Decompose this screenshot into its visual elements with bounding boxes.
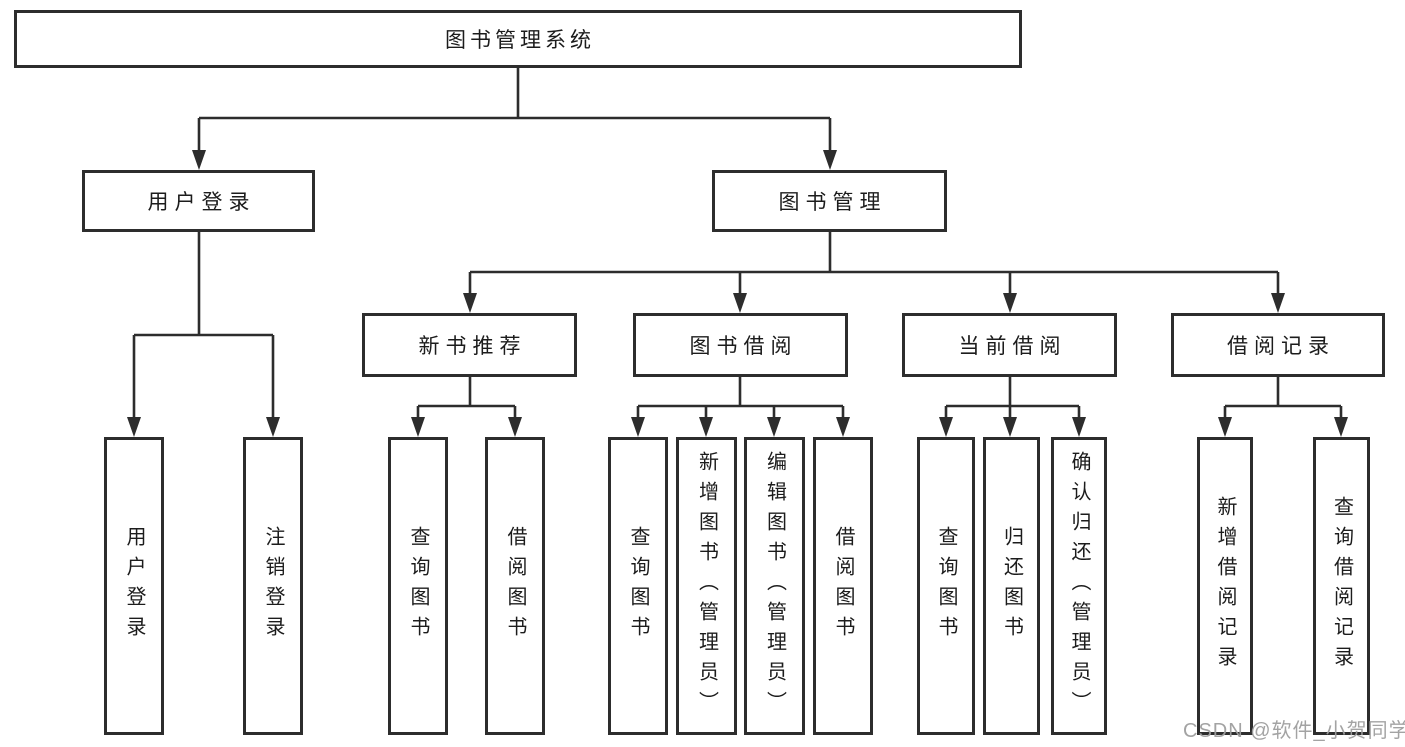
arrowhead xyxy=(192,150,206,170)
arrowhead xyxy=(631,417,645,437)
arrowhead xyxy=(767,417,781,437)
arrowhead xyxy=(1334,417,1348,437)
leaf-return-books: 归还图书 xyxy=(983,437,1040,735)
arrowhead xyxy=(127,417,141,437)
leaf-edit-books-admin: 编辑图书（管理员） xyxy=(744,437,805,735)
arrowhead xyxy=(733,293,747,313)
arrowhead xyxy=(463,293,477,313)
node-book-management: 图书管理 xyxy=(712,170,947,232)
arrowhead xyxy=(1218,417,1232,437)
arrowheads xyxy=(127,150,1348,437)
arrowhead xyxy=(411,417,425,437)
leaf-query-borrow-record: 查询借阅记录 xyxy=(1313,437,1370,735)
connector-strokes xyxy=(132,68,1343,419)
arrowhead xyxy=(836,417,850,437)
leaf-add-books-admin: 新增图书（管理员） xyxy=(676,437,737,735)
arrowhead xyxy=(1072,417,1086,437)
arrowhead xyxy=(1003,293,1017,313)
leaf-logout: 注销登录 xyxy=(243,437,303,735)
arrowhead xyxy=(823,150,837,170)
node-user-login: 用户登录 xyxy=(82,170,315,232)
leaf-query-books-recommend: 查询图书 xyxy=(388,437,448,735)
node-new-book-recommend: 新书推荐 xyxy=(362,313,577,377)
arrowhead xyxy=(1003,417,1017,437)
leaf-borrow-books-recommend: 借阅图书 xyxy=(485,437,545,735)
leaf-query-books-current: 查询图书 xyxy=(917,437,975,735)
arrowhead xyxy=(266,417,280,437)
arrowhead xyxy=(508,417,522,437)
arrowhead xyxy=(699,417,713,437)
node-library-management-system: 图书管理系统 xyxy=(14,10,1022,68)
node-current-borrowing: 当前借阅 xyxy=(902,313,1117,377)
csdn-watermark: CSDN @软件_小贺同学 xyxy=(1183,720,1405,742)
leaf-confirm-return-admin: 确认归还（管理员） xyxy=(1051,437,1107,735)
leaf-add-borrow-record: 新增借阅记录 xyxy=(1197,437,1253,735)
leaf-query-books-borrowing: 查询图书 xyxy=(608,437,668,735)
node-book-borrowing: 图书借阅 xyxy=(633,313,848,377)
arrowhead xyxy=(939,417,953,437)
leaf-user-login: 用户登录 xyxy=(104,437,164,735)
node-borrowing-records: 借阅记录 xyxy=(1171,313,1385,377)
arrowhead xyxy=(1271,293,1285,313)
leaf-borrow-books-borrowing: 借阅图书 xyxy=(813,437,873,735)
